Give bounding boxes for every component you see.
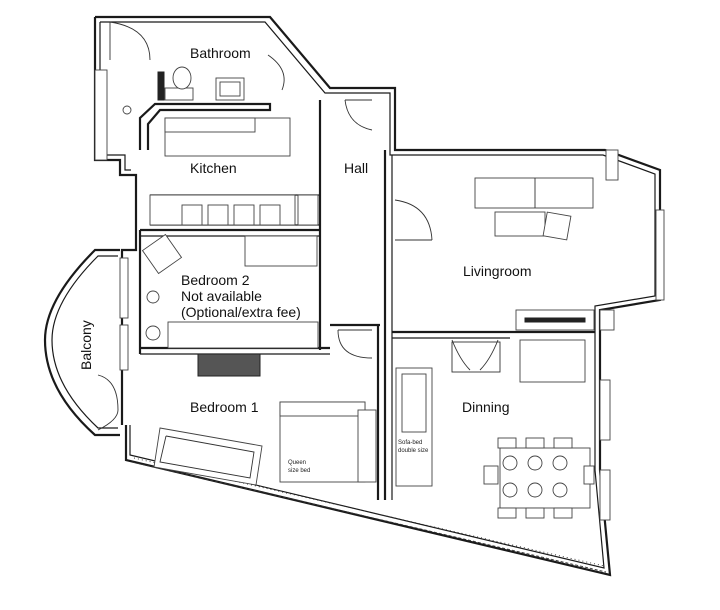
- note-queen-line2: size bed: [288, 468, 310, 474]
- note-sofa-line1: Sofa-bed: [398, 440, 422, 446]
- label-hall: Hall: [344, 160, 368, 176]
- balcony-area: [43, 248, 129, 437]
- outer-walls: [93, 15, 665, 577]
- label-bathroom: Bathroom: [190, 45, 251, 61]
- room-labels: Bathroom Kitchen Hall Livingroom Bedroom…: [78, 45, 531, 474]
- label-livingroom: Livingroom: [463, 263, 531, 279]
- bedroom1-furniture: [153, 401, 377, 486]
- kitchen-furniture: [149, 117, 319, 226]
- label-bedroom2-line3: (Optional/extra fee): [181, 304, 301, 320]
- label-balcony: Balcony: [78, 320, 94, 370]
- livingroom-furniture: [474, 177, 595, 383]
- doors: [97, 21, 499, 431]
- note-queen-line1: Queen: [288, 460, 306, 466]
- label-bedroom2-line2: Not available: [181, 288, 262, 304]
- bathroom-fixtures: [122, 66, 245, 115]
- note-sofa-line2: double size: [398, 448, 429, 454]
- dinning-furniture: [395, 341, 595, 519]
- label-bedroom1: Bedroom 1: [190, 399, 259, 415]
- label-bedroom2-line1: Bedroom 2: [181, 272, 250, 288]
- label-kitchen: Kitchen: [190, 160, 237, 176]
- bedroom2-furniture: [141, 233, 319, 377]
- label-dinning: Dinning: [462, 399, 509, 415]
